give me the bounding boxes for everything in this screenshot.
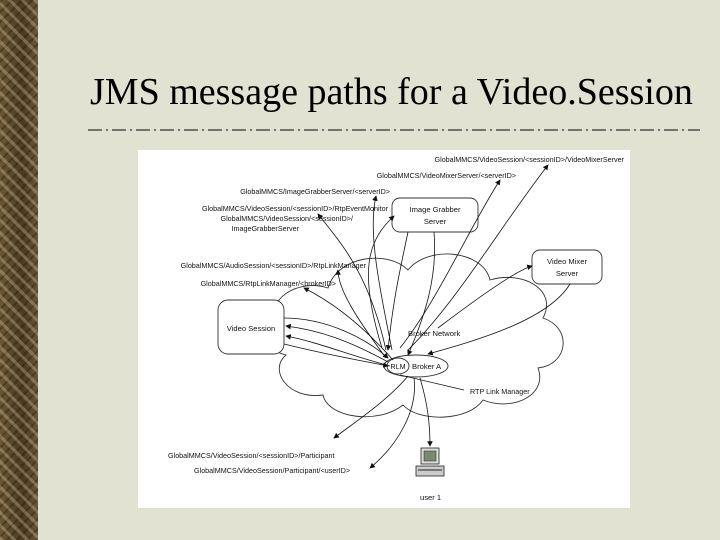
video-mixer-label-2: Server xyxy=(556,269,579,278)
path-mixer-server-in xyxy=(437,264,533,329)
path-grabber-topic xyxy=(372,195,393,351)
message-paths xyxy=(283,164,571,469)
topic-rtp-event-monitor: GlobalMMCS/VideoSession/<sessionID>/RtpE… xyxy=(202,204,389,213)
image-grabber-label-2: Server xyxy=(424,217,447,226)
path-broker-user xyxy=(419,377,433,447)
video-session-box xyxy=(217,299,285,355)
path-participant-topic xyxy=(333,375,409,439)
rtp-link-manager-label: RTP Link Manager xyxy=(470,387,530,396)
topic-rtp-link-manager-broker: GlobalMMCS/RtpLinkManager/<brokerID> xyxy=(201,279,336,288)
rlm-label: RLM xyxy=(390,362,405,371)
path-grabber-in xyxy=(367,215,395,349)
topic-mixer-server: GlobalMMCS/VideoMixerServer/<serverID> xyxy=(377,171,516,180)
path-mixer-server-topic xyxy=(399,179,501,349)
user-computer-icon xyxy=(415,447,445,477)
path-session-in-1 xyxy=(285,323,389,363)
path-audio-rlm xyxy=(335,269,387,359)
message-path-diagram: Video Session Image Grabber Server Video… xyxy=(138,150,630,508)
topic-session-grabber-1: GlobalMMCS/VideoSession/<sessionID>/ xyxy=(220,214,353,223)
path-event-monitor xyxy=(317,213,387,351)
topic-participant-user: GlobalMMCS/VideoSession/Participant/<use… xyxy=(194,466,350,475)
path-session-in-2 xyxy=(285,334,391,367)
path-session-out-2 xyxy=(283,343,389,368)
path-grabber-side xyxy=(385,231,409,351)
path-user-topic xyxy=(369,377,415,469)
topic-audio-rtp-link-manager: GlobalMMCS/AudioSession/<sessionID>/RtpL… xyxy=(181,261,367,270)
topic-session-grabber-2: ImageGrabberServer xyxy=(231,224,299,233)
rtp-link-manager-pointer xyxy=(399,374,465,391)
topic-image-grabber-server: GlobalMMCS/ImageGrabberServer/<serverID> xyxy=(240,187,390,196)
topic-participant: GlobalMMCS/VideoSession/<sessionID>/Part… xyxy=(168,451,334,460)
slide-title: JMS message paths for a Video.Session xyxy=(90,71,693,113)
path-session-out-1 xyxy=(283,317,389,359)
path-rlm-broker xyxy=(303,287,394,361)
path-mixer-topic xyxy=(407,164,549,351)
broker-network-cloud xyxy=(264,253,564,418)
title-divider xyxy=(88,129,700,131)
broker-network-label: Broker Network xyxy=(408,329,461,338)
path-grabber-out xyxy=(407,231,436,356)
video-mixer-server-box xyxy=(531,249,603,285)
image-grabber-server-box xyxy=(391,197,479,233)
video-mixer-label-1: Video Mixer xyxy=(547,257,587,266)
diagram-canvas: Video Session Image Grabber Server Video… xyxy=(168,155,625,502)
broker-a-label: Broker A xyxy=(412,362,442,371)
topic-video-mixer: GlobalMMCS/VideoSession/<sessionID>/Vide… xyxy=(435,155,625,164)
path-mixer-server-out xyxy=(427,283,571,356)
video-session-label: Video Session xyxy=(227,324,275,333)
user-label: user 1 xyxy=(420,493,441,502)
decorative-sidebar xyxy=(0,0,38,540)
image-grabber-label-1: Image Grabber xyxy=(409,205,461,214)
